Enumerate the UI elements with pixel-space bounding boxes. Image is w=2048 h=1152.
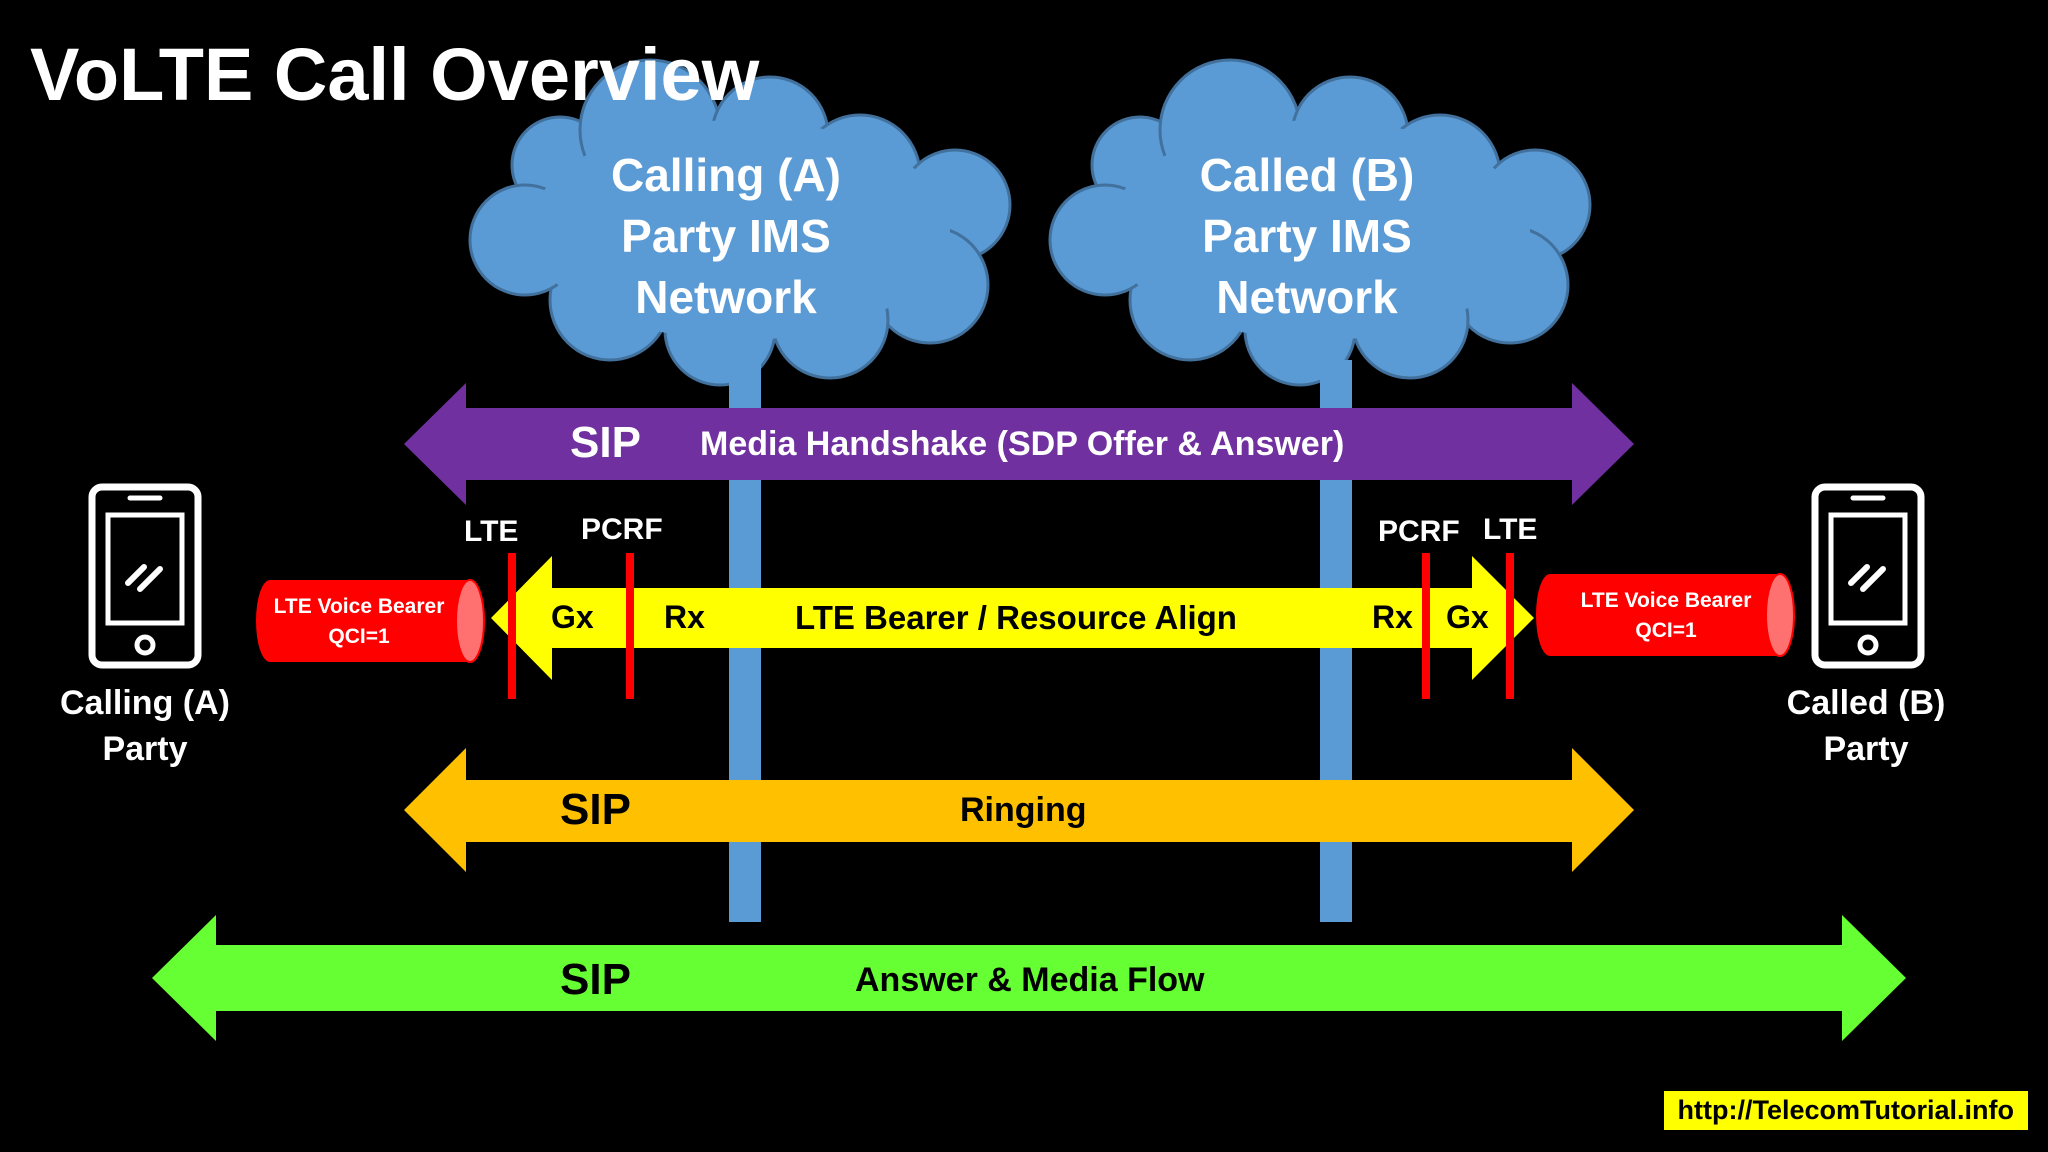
bearer-a-line-2: QCI=1: [328, 625, 390, 648]
called-party-label: Called (B) Party: [1746, 680, 1986, 772]
cloud-called-label: Called (B) Party IMS Network: [1127, 145, 1487, 328]
cloud-calling-label: Calling (A) Party IMS Network: [546, 145, 906, 328]
interface-line-lte-right: [1506, 553, 1514, 699]
lte-voice-bearer-a: [256, 579, 485, 663]
cloud-called-line-3: Network: [1216, 271, 1398, 323]
label-gx-right: Gx: [1446, 599, 1489, 635]
label-lte-right: LTE: [1483, 513, 1538, 546]
interface-line-pcrf-right: [1422, 553, 1430, 699]
interface-line-lte-left: [508, 553, 516, 699]
cloud-calling-ims: [468, 58, 1012, 387]
label-rx-right: Rx: [1372, 599, 1413, 635]
calling-party-label: Calling (A) Party: [25, 680, 265, 772]
cloud-calling-line-2: Party IMS: [621, 210, 831, 262]
phone-called-icon: [1811, 483, 1925, 669]
label-rx-left: Rx: [664, 599, 705, 635]
ringing-arrow: [404, 748, 1634, 872]
bearer-align-text: LTE Bearer / Resource Align: [795, 599, 1237, 636]
bearer-align-arrow: [491, 556, 1534, 680]
called-party-line-2: Party: [1823, 730, 1909, 768]
ringing-sip-tag: SIP: [560, 785, 631, 834]
phone-calling-icon: [88, 483, 202, 669]
cloud-calling-line-1: Calling (A): [611, 149, 841, 201]
cloud-calling-line-3: Network: [635, 271, 817, 323]
interface-line-pcrf-left: [626, 553, 634, 699]
bearer-b-line-2: QCI=1: [1635, 619, 1697, 642]
calling-party-line-1: Calling (A): [60, 684, 230, 722]
bearer-b-line-1: LTE Voice Bearer: [1580, 589, 1752, 612]
label-gx-left: Gx: [551, 599, 594, 635]
cloud-called-ims: [1048, 58, 1592, 387]
bearer-a-line-1: LTE Voice Bearer: [273, 595, 445, 618]
label-pcrf-left: PCRF: [581, 513, 663, 546]
label-pcrf-right: PCRF: [1378, 515, 1460, 548]
label-lte-left: LTE: [464, 515, 519, 548]
lte-voice-bearer-b: [1536, 573, 1795, 657]
calling-party-line-2: Party: [102, 730, 188, 768]
lte-voice-bearer-a-label: LTE Voice Bearer QCI=1: [249, 592, 469, 652]
lte-voice-bearer-b-label: LTE Voice Bearer QCI=1: [1556, 586, 1776, 646]
source-url-badge: http://TelecomTutorial.info: [1663, 1091, 2028, 1130]
cloud-called-line-2: Party IMS: [1202, 210, 1412, 262]
media-handshake-text: Media Handshake (SDP Offer & Answer): [700, 425, 1345, 463]
answer-media-text: Answer & Media Flow: [855, 961, 1205, 999]
media-handshake-arrow: [404, 383, 1634, 505]
ringing-text: Ringing: [960, 791, 1087, 829]
answer-sip-tag: SIP: [560, 955, 631, 1004]
called-party-line-1: Called (B): [1786, 684, 1946, 722]
answer-media-arrow: [152, 915, 1906, 1041]
page-title: VoLTE Call Overview: [30, 33, 760, 116]
cloud-called-line-1: Called (B): [1199, 149, 1415, 201]
media-sip-tag: SIP: [570, 418, 641, 467]
